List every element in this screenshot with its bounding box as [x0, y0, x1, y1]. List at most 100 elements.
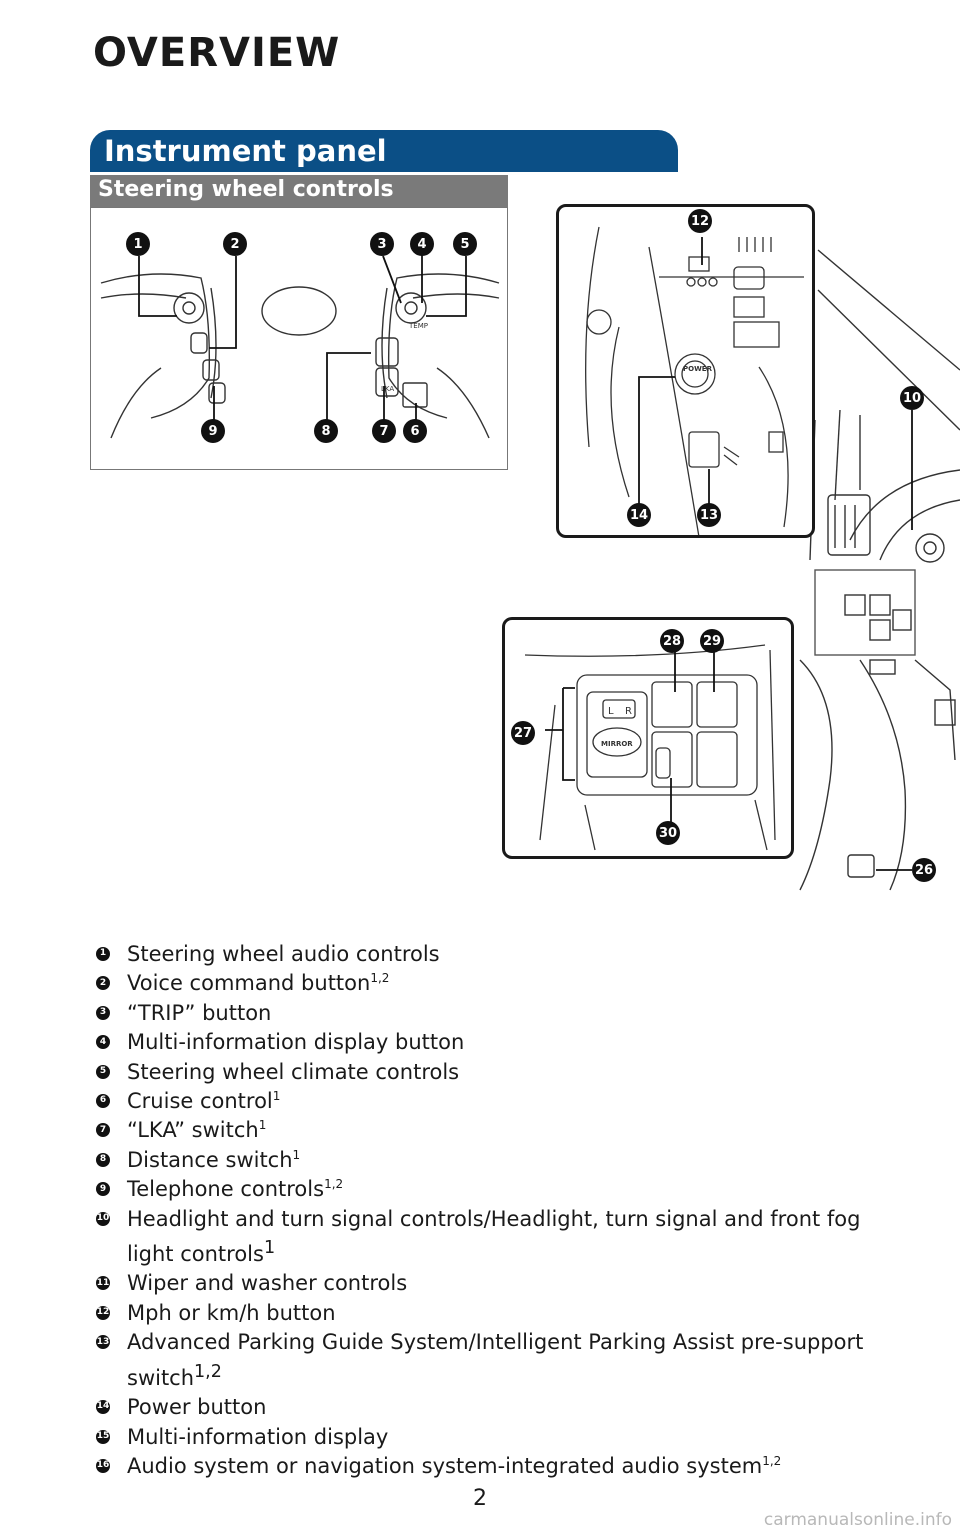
mirror-controls-drawing: L R MIRROR	[524, 644, 776, 851]
callout-30: 30	[656, 821, 680, 845]
legend-text: Voice command button1,2	[127, 969, 389, 998]
legend-number-badge: 14	[96, 1400, 110, 1415]
legend-text: Steering wheel audio controls	[127, 940, 440, 969]
legend-number-badge: 5	[96, 1064, 110, 1079]
callout-3: 3	[370, 232, 394, 256]
legend-label: Multi-information display	[127, 1424, 389, 1449]
legend-number-badge: 12	[96, 1305, 110, 1320]
section-title: Instrument panel	[104, 134, 387, 168]
legend-label: Mph or km/h button	[127, 1300, 336, 1325]
legend-number-badge: 1	[96, 947, 110, 961]
legend-number-badge: 4	[96, 1035, 110, 1050]
callout-5: 5	[453, 232, 477, 256]
legend-number-badge: 16	[96, 1458, 110, 1473]
lka-label: LKA	[381, 385, 394, 393]
temp-label: TEMP	[408, 322, 428, 330]
legend-label: Steering wheel audio controls	[127, 942, 440, 966]
legend-footnote-ref: 1,2	[324, 1177, 344, 1192]
legend-footnote-ref: 1,2	[194, 1361, 222, 1382]
legend-number-badge: 11	[96, 1276, 110, 1291]
callout-9: 9	[201, 419, 225, 443]
page-number: 2	[473, 1486, 487, 1511]
legend-text: Mph or km/h button	[127, 1299, 336, 1328]
mirror-label: MIRROR	[601, 740, 633, 748]
callout-10: 10	[900, 386, 924, 410]
legend-text: Steering wheel climate controls	[127, 1058, 459, 1087]
steering-wheel-drawing: LKA TEMP	[100, 253, 500, 439]
legend-item: 6 Cruise control1	[96, 1087, 916, 1116]
legend-item: 15 Multi-information display	[96, 1423, 916, 1452]
power-button-inset: POWER	[556, 204, 815, 538]
legend-label: Distance switch	[127, 1147, 293, 1172]
legend-label: Multi-information display button	[127, 1030, 465, 1055]
legend-continuation-text: switch	[127, 1365, 195, 1390]
legend-text: Multi-information display button	[127, 1028, 464, 1057]
legend-item: 9 Telephone controls1,2	[96, 1175, 916, 1204]
legend-continuation: switch1,2	[96, 1358, 916, 1393]
dashboard-drawing	[799, 249, 960, 891]
legend-text: Audio system or navigation system-integr…	[127, 1452, 781, 1481]
legend-footnote-ref: 1,2	[762, 1453, 782, 1468]
legend-number-badge: 7	[96, 1123, 110, 1138]
legend-footnote-ref: 1	[292, 1147, 301, 1162]
power-button-drawing: POWER	[585, 226, 804, 535]
legend-number-badge: 6	[96, 1094, 110, 1109]
legend-text: Cruise control1	[127, 1087, 280, 1116]
legend-text: Power button	[127, 1393, 266, 1422]
watermark: carmanualsonline.info	[763, 1510, 952, 1530]
legend-text: Headlight and turn signal controls/Headl…	[127, 1205, 860, 1234]
legend-footnote-ref: 1,2	[370, 971, 390, 986]
callout-13: 13	[697, 503, 721, 527]
legend-label: Audio system or navigation system-integr…	[127, 1453, 763, 1478]
legend-label: Cruise control	[127, 1089, 273, 1114]
callout-27: 27	[511, 721, 535, 745]
legend-number-badge: 15	[96, 1429, 110, 1444]
callout-8: 8	[314, 419, 338, 443]
legend-text: Distance switch1	[127, 1146, 300, 1175]
legend-item: 8 Distance switch1	[96, 1146, 916, 1175]
legend-number-badge: 10	[96, 1211, 110, 1226]
mirror-controls-inset: L R MIRROR	[502, 617, 794, 859]
legend-footnote-ref: 1	[272, 1089, 281, 1104]
legend-continuation: light controls1	[96, 1234, 916, 1269]
legend-list: 1 Steering wheel audio controls 2 Voice com…	[96, 940, 916, 1481]
power-label: POWER	[683, 365, 713, 373]
legend-item: 16 Audio system or navigation system-inte…	[96, 1452, 916, 1481]
legend-label: Wiper and washer controls	[127, 1271, 408, 1296]
legend-item: 1 Steering wheel audio controls	[96, 940, 916, 969]
legend-number-badge: 9	[96, 1182, 110, 1197]
legend-footnote-ref: 1	[263, 1238, 276, 1259]
mirror-right-label: R	[625, 706, 632, 717]
legend-label: Steering wheel climate controls	[127, 1059, 460, 1084]
legend-number-badge: 3	[96, 1005, 110, 1020]
legend-text: “LKA” switch1	[127, 1116, 266, 1145]
legend-continuation-text: light controls	[127, 1242, 264, 1267]
callout-26: 26	[912, 858, 936, 882]
legend-number-badge: 2	[96, 976, 110, 991]
callout-1: 1	[126, 232, 150, 256]
legend-text: Advanced Parking Guide System/Intelligen…	[127, 1328, 863, 1357]
legend-label: Telephone controls	[127, 1177, 325, 1202]
legend-footnote-ref: 1	[258, 1118, 267, 1133]
callout-7: 7	[372, 419, 396, 443]
legend-text: Wiper and washer controls	[127, 1269, 407, 1298]
legend-number-badge: 8	[96, 1152, 110, 1167]
legend-item: 5 Steering wheel climate controls	[96, 1058, 916, 1087]
subsection-bar: Steering wheel controls	[90, 175, 508, 207]
subsection-title: Steering wheel controls	[98, 177, 394, 202]
legend-item: 3 “TRIP” button	[96, 999, 916, 1028]
legend-label: “TRIP” button	[127, 1000, 272, 1025]
legend-item: 2 Voice command button1,2	[96, 969, 916, 998]
callout-29: 29	[700, 629, 724, 653]
legend-item: 11 Wiper and washer controls	[96, 1269, 916, 1298]
legend-label: “LKA” switch	[127, 1118, 259, 1143]
callout-28: 28	[660, 629, 684, 653]
section-banner: Instrument panel	[90, 130, 678, 172]
legend-item: 7 “LKA” switch1	[96, 1116, 916, 1145]
legend-text: “TRIP” button	[127, 999, 271, 1028]
callout-14: 14	[627, 503, 651, 527]
legend-label: Advanced Parking Guide System/Intelligen…	[127, 1330, 864, 1355]
legend-item: 12 Mph or km/h button	[96, 1299, 916, 1328]
legend-text: Multi-information display	[127, 1423, 388, 1452]
